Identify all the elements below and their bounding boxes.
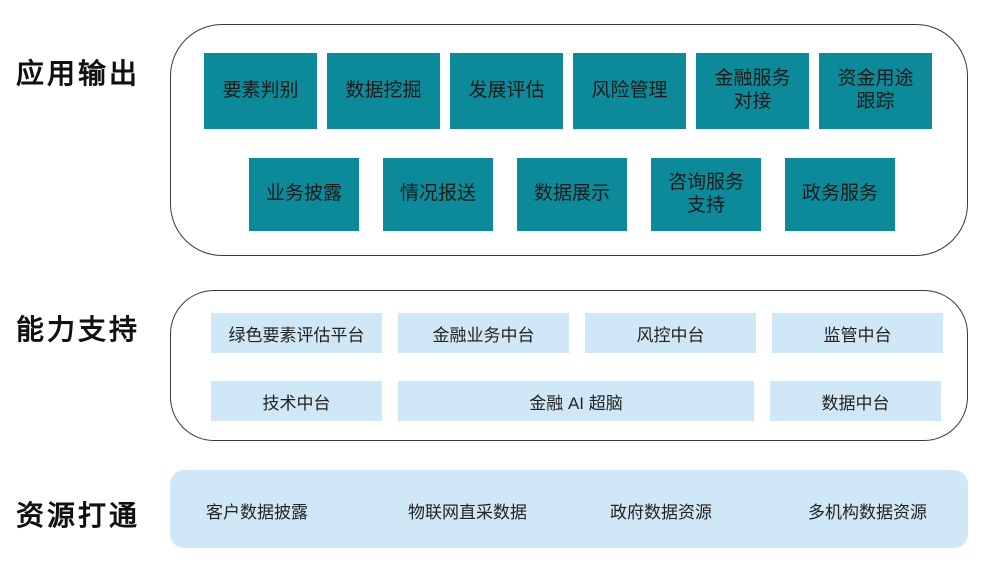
resource-item-customer-data-disclosure: 客户数据披露 (206, 503, 308, 522)
application-output-container: 要素判别 数据挖掘 发展评估 风险管理 金融服务 对接 资金用途 跟踪 业务披露… (170, 24, 968, 256)
layer-label-resource-connection: 资源打通 (16, 500, 141, 531)
application-output-row-2: 业务披露 情况报送 数据展示 咨询服务 支持 政务服务 (249, 158, 895, 231)
app-box-factor-identification: 要素判别 (204, 53, 317, 129)
cap-box-technology-middle-platform: 技术中台 (211, 381, 382, 421)
app-box-fund-usage-tracking: 资金用途 跟踪 (819, 53, 932, 129)
app-box-government-service: 政务服务 (785, 158, 895, 231)
app-box-business-disclosure: 业务披露 (249, 158, 359, 231)
application-output-row-1: 要素判别 数据挖掘 发展评估 风险管理 金融服务 对接 资金用途 跟踪 (204, 53, 932, 129)
cap-box-data-middle-platform: 数据中台 (770, 381, 941, 421)
cap-box-financial-ai-superbrain: 金融 AI 超脑 (398, 381, 754, 421)
resource-item-government-data-resources: 政府数据资源 (610, 503, 712, 522)
resource-item-multi-institution-data-resources: 多机构数据资源 (808, 503, 927, 522)
app-box-development-evaluation: 发展评估 (450, 53, 563, 129)
cap-box-financial-business-middle-platform: 金融业务中台 (398, 313, 569, 353)
cap-box-risk-control-middle-platform: 风控中台 (585, 313, 756, 353)
app-box-risk-management: 风险管理 (573, 53, 686, 129)
app-box-data-mining: 数据挖掘 (327, 53, 440, 129)
layer-label-application-output: 应用输出 (16, 58, 141, 89)
app-box-financial-service-connection: 金融服务 对接 (696, 53, 809, 129)
app-box-data-display: 数据展示 (517, 158, 627, 231)
resource-connection-band: 客户数据披露 物联网直采数据 政府数据资源 多机构数据资源 (170, 470, 968, 548)
app-box-consulting-service-support: 咨询服务 支持 (651, 158, 761, 231)
resource-item-iot-direct-collected-data: 物联网直采数据 (408, 503, 527, 522)
app-box-situation-reporting: 情况报送 (383, 158, 493, 231)
cap-box-regulation-middle-platform: 监管中台 (772, 313, 943, 353)
capability-support-container: 绿色要素评估平台 金融业务中台 风控中台 监管中台 技术中台 金融 AI 超脑 … (170, 290, 968, 441)
capability-support-row-1: 绿色要素评估平台 金融业务中台 风控中台 监管中台 (211, 313, 943, 353)
cap-box-green-factor-evaluation-platform: 绿色要素评估平台 (211, 313, 382, 353)
capability-support-row-2: 技术中台 金融 AI 超脑 数据中台 (211, 381, 941, 421)
layer-label-capability-support: 能力支持 (16, 314, 141, 345)
